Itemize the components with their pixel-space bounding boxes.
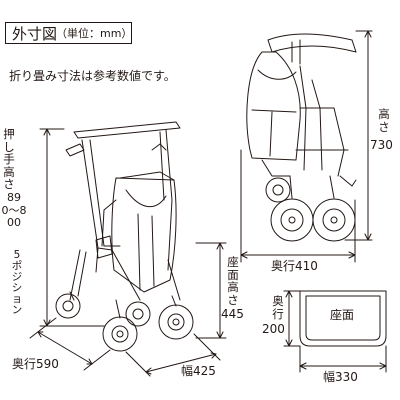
folded-depth-dimension xyxy=(240,149,356,263)
folded-height-label: 高さ xyxy=(378,107,390,134)
seat-name-label: 座面 xyxy=(330,308,355,322)
dimension-note: 折り畳み寸法は参考数値です。 xyxy=(9,69,176,83)
title-unit: （単位：mm） xyxy=(56,27,133,40)
title-box: 外寸図 （単位：mm） xyxy=(5,22,132,44)
seat-depth-value: 200 xyxy=(262,322,285,336)
seat-depth-dimension xyxy=(283,290,301,347)
open-depth-dimension xyxy=(29,317,111,371)
folded-walker-drawing xyxy=(246,33,357,242)
seat-width-dimension xyxy=(299,345,387,373)
seat-top-view xyxy=(299,290,387,347)
open-handle-height-dimension xyxy=(39,128,105,327)
open-seat-height-dimension xyxy=(195,242,227,339)
folded-height-value: 730 xyxy=(370,138,393,152)
seat-width-label: 幅330 xyxy=(323,370,358,384)
open-depth-label: 奥行590 xyxy=(12,357,59,371)
title-main: 外寸図 xyxy=(12,25,58,43)
folded-height-dimension xyxy=(344,30,373,241)
open-width-label: 幅425 xyxy=(181,364,216,378)
open-width-dimension xyxy=(125,333,221,377)
handle-height-label: 押し手高さ xyxy=(3,127,15,191)
seat-height-label: 座面高さ xyxy=(227,255,239,307)
handle-height-positions: 5ポジション xyxy=(11,249,23,316)
seat-height-value: 445 xyxy=(221,307,244,321)
open-walker-drawing xyxy=(55,121,194,352)
handle-height-range: 890〜800 xyxy=(1,191,27,229)
folded-depth-label: 奥行410 xyxy=(271,259,318,273)
seat-depth-label: 奥行 xyxy=(272,294,284,321)
